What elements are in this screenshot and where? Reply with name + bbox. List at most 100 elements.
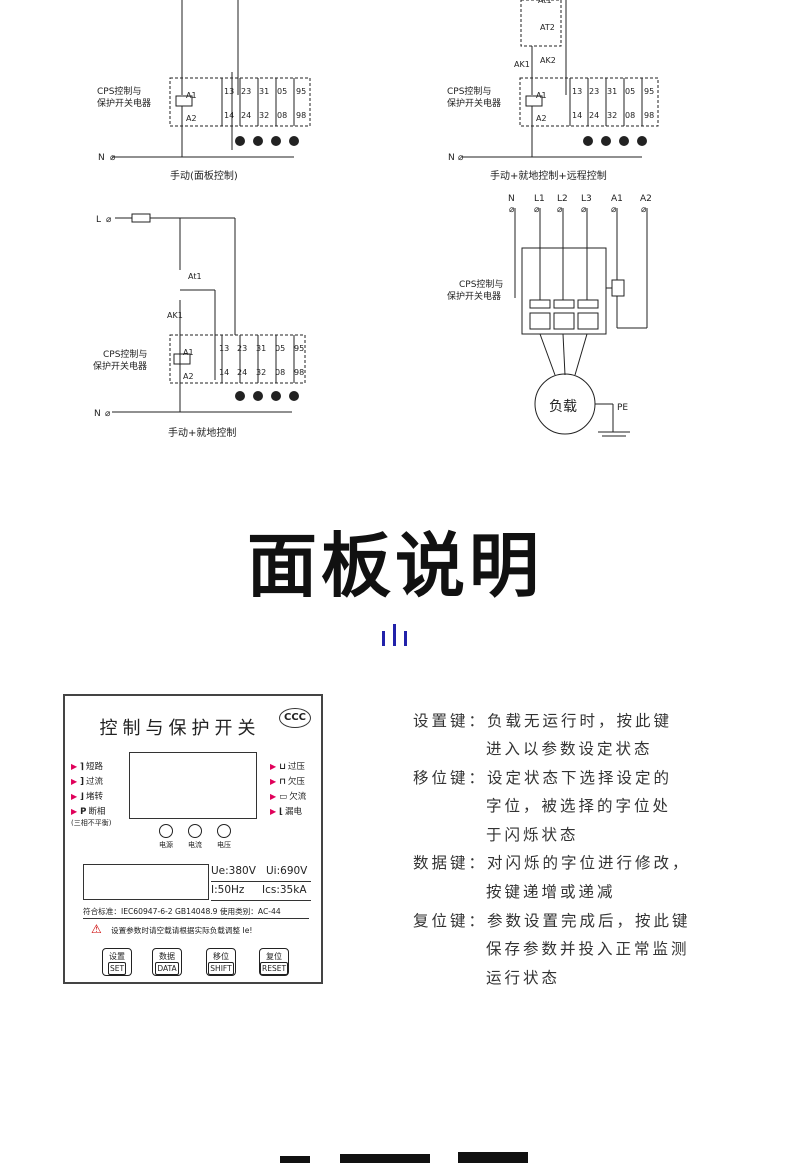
svg-text:05: 05 [625, 87, 635, 96]
svg-text:At1: At1 [538, 0, 552, 5]
phase-note: (三相不平衡) [71, 819, 112, 827]
warning-text: 设置参数时请空载请根据实际负载调整 Ie! [111, 926, 253, 935]
indicator-overcurrent: ▶]过流 [71, 777, 104, 787]
svg-text:L1: L1 [534, 194, 545, 204]
section-title: 面板说明 [247, 525, 543, 607]
svg-text:⌀: ⌀ [105, 409, 111, 419]
svg-text:31: 31 [607, 87, 617, 96]
svg-text:08: 08 [625, 111, 635, 120]
secondary-display [83, 864, 209, 900]
spec-i: I:50Hz [211, 884, 245, 896]
svg-text:32: 32 [607, 111, 617, 120]
svg-text:CPS控制与: CPS控制与 [103, 348, 147, 360]
svg-text:A2: A2 [183, 372, 194, 381]
spec-ics: Ics:35kA [262, 884, 307, 896]
accent-bars [382, 624, 407, 646]
desc-reset-cont1: 保存参数并投入正常监测 [486, 940, 690, 958]
svg-text:23: 23 [237, 344, 247, 353]
svg-text:05: 05 [275, 344, 285, 353]
svg-text:32: 32 [256, 368, 266, 377]
indicator-undercurrent: ▶▭欠流 [270, 792, 307, 802]
svg-text:13: 13 [219, 344, 229, 353]
svg-text:⌀: ⌀ [509, 205, 515, 215]
svg-text:⌀: ⌀ [611, 205, 617, 215]
desc-set: 设置键：负载无运行时，按此键 [413, 712, 673, 730]
led-voltage-label: 电压 [217, 841, 231, 849]
svg-text:32: 32 [259, 111, 269, 120]
svg-text:N: N [448, 153, 455, 163]
caption-manual-panel: 手动(面板控制) [170, 169, 238, 182]
svg-text:95: 95 [644, 87, 654, 96]
svg-text:14: 14 [572, 111, 582, 120]
svg-text:A1: A1 [611, 194, 623, 204]
svg-text:A2: A2 [536, 114, 547, 123]
svg-text:⌀: ⌀ [458, 153, 464, 163]
indicator-leakage: ▶⌊漏电 [270, 807, 303, 817]
load-label: 负载 [549, 399, 577, 415]
desc-reset-cont2: 运行状态 [486, 969, 561, 987]
desc-set-cont: 进入以参数设定状态 [486, 740, 653, 758]
svg-text:CPS控制与: CPS控制与 [447, 85, 491, 97]
led-voltage [217, 824, 231, 838]
svg-text:23: 23 [589, 87, 599, 96]
indicator-stall: ▶⌋堵转 [71, 792, 104, 802]
svg-text:A2: A2 [640, 194, 652, 204]
next-section-title-partial [280, 1152, 528, 1163]
desc-shift-cont1: 字位，被选择的字位处 [486, 797, 672, 815]
svg-text:31: 31 [259, 87, 269, 96]
indicator-short: ▶⌉短路 [71, 762, 104, 772]
svg-text:08: 08 [277, 111, 287, 120]
svg-text:⌀: ⌀ [110, 153, 116, 163]
svg-text:24: 24 [237, 368, 247, 377]
svg-text:13: 13 [572, 87, 582, 96]
svg-text:31: 31 [256, 344, 266, 353]
svg-text:95: 95 [296, 87, 306, 96]
svg-text:23: 23 [241, 87, 251, 96]
svg-text:At1: At1 [188, 272, 202, 281]
desc-data-cont: 按键递增或递减 [486, 883, 616, 901]
caption-manual-local-remote: 手动+就地控制+远程控制 [490, 169, 607, 182]
svg-text:保护开关电器: 保护开关电器 [93, 360, 147, 372]
svg-text:⌀: ⌀ [557, 205, 563, 215]
svg-text:98: 98 [644, 111, 654, 120]
led-power [159, 824, 173, 838]
relay-label-1a: CPS控制与 [97, 85, 141, 97]
led-power-label: 电源 [159, 841, 173, 849]
svg-text:CPS控制与: CPS控制与 [459, 278, 503, 290]
svg-text:08: 08 [275, 368, 285, 377]
svg-text:⌀: ⌀ [106, 215, 112, 225]
pe-label: PE [617, 403, 628, 413]
caption-manual-local: 手动+就地控制 [168, 426, 236, 439]
relay-label-1b: 保护开关电器 [97, 97, 151, 109]
svg-text:A1: A1 [536, 91, 547, 100]
live-label: L [96, 215, 101, 225]
svg-text:05: 05 [277, 87, 287, 96]
svg-text:14: 14 [224, 111, 234, 120]
svg-text:L2: L2 [557, 194, 568, 204]
desc-shift: 移位键：设定状态下选择设定的 [413, 769, 673, 787]
svg-text:⌀: ⌀ [641, 205, 647, 215]
desc-shift-cont2: 于闪烁状态 [486, 826, 579, 844]
svg-text:AK1: AK1 [167, 311, 183, 320]
svg-text:N: N [508, 194, 515, 204]
panel-title: 控制与保护开关 [99, 718, 261, 739]
svg-text:A1: A1 [183, 348, 194, 357]
svg-text:95: 95 [294, 344, 304, 353]
indicator-undervoltage: ▶⊓欠压 [270, 777, 305, 787]
svg-text:98: 98 [294, 368, 304, 377]
svg-text:14: 14 [219, 368, 229, 377]
ccc-badge: CCC [279, 708, 311, 728]
svg-text:AT2: AT2 [540, 23, 555, 32]
standard-text: 符合标准：IEC60947-6-2 GB14048.9 使用类别：AC-44 [83, 907, 281, 916]
main-display [129, 752, 257, 819]
svg-text:A1: A1 [186, 91, 197, 100]
led-current-label: 电流 [188, 841, 202, 849]
svg-text:N: N [94, 409, 101, 419]
warning-icon: ⚠ [91, 922, 102, 936]
neutral-label-1: N [98, 153, 105, 163]
